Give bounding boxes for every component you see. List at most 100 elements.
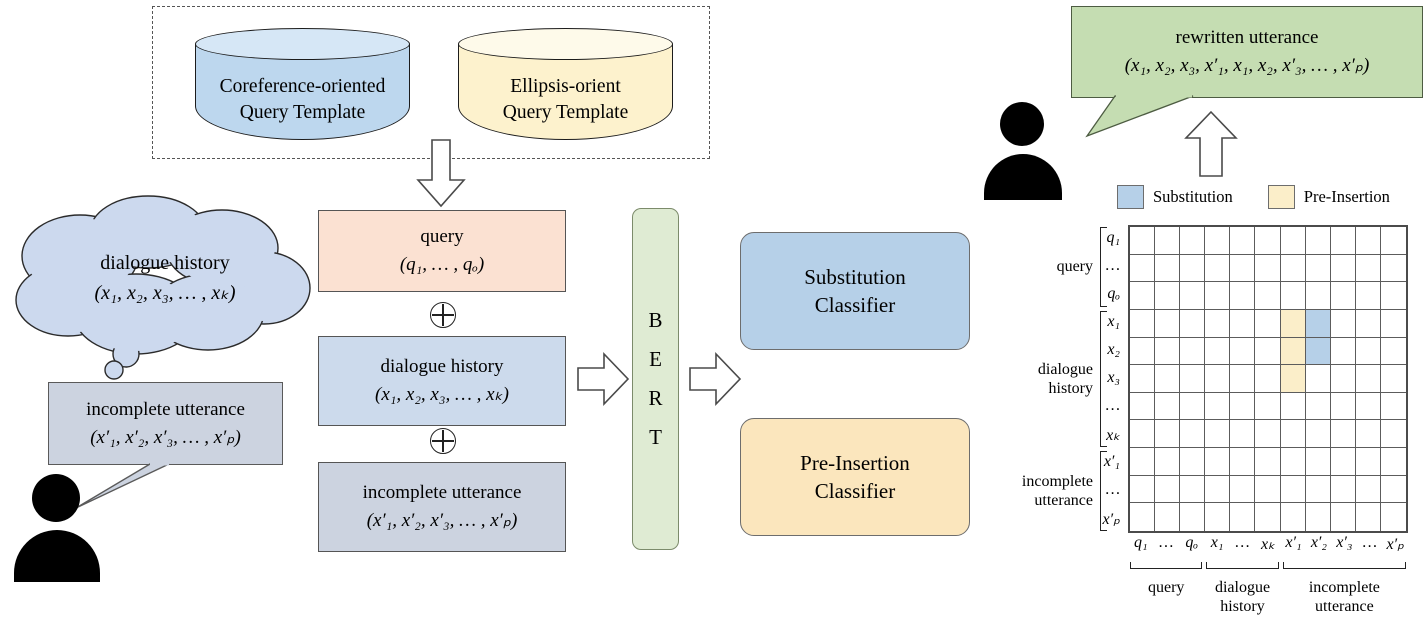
matrix-cell[interactable] (1280, 337, 1306, 366)
matrix-cell[interactable] (1255, 282, 1281, 310)
matrix-cell[interactable] (1305, 420, 1331, 449)
matrix-cell[interactable] (1130, 227, 1156, 255)
matrix-cell[interactable] (1130, 282, 1156, 310)
matrix-cell[interactable] (1255, 503, 1281, 531)
matrix-cell[interactable] (1130, 365, 1156, 393)
matrix-cell[interactable] (1230, 448, 1256, 476)
matrix-cell[interactable] (1255, 420, 1281, 449)
matrix-cell[interactable] (1355, 475, 1381, 504)
matrix-cell[interactable] (1230, 227, 1256, 255)
matrix-cell[interactable] (1380, 365, 1406, 393)
matrix-cell[interactable] (1280, 282, 1306, 310)
matrix-cell[interactable] (1305, 309, 1331, 338)
matrix-cell[interactable] (1155, 309, 1181, 338)
matrix-cell[interactable] (1230, 475, 1256, 504)
matrix-cell[interactable] (1230, 365, 1256, 393)
matrix-cell[interactable] (1355, 309, 1381, 338)
matrix-cell[interactable] (1205, 420, 1231, 449)
matrix-cell[interactable] (1330, 420, 1356, 449)
matrix-cell[interactable] (1380, 310, 1406, 338)
matrix-cell[interactable] (1355, 337, 1381, 366)
matrix-cell[interactable] (1355, 227, 1381, 255)
matrix-cell[interactable] (1380, 338, 1406, 366)
matrix-cell[interactable] (1255, 337, 1281, 366)
matrix-cell[interactable] (1205, 254, 1231, 283)
matrix-cell[interactable] (1155, 503, 1181, 531)
matrix-cell[interactable] (1280, 392, 1306, 421)
matrix-cell[interactable] (1255, 475, 1281, 504)
matrix-cell[interactable] (1130, 392, 1156, 421)
matrix-cell[interactable] (1230, 282, 1256, 310)
matrix-cell[interactable] (1380, 448, 1406, 476)
matrix-cell[interactable] (1205, 227, 1231, 255)
matrix-cell[interactable] (1305, 475, 1331, 504)
matrix-cell[interactable] (1180, 475, 1206, 504)
matrix-cell[interactable] (1130, 475, 1156, 504)
matrix-cell[interactable] (1205, 475, 1231, 504)
matrix-cell[interactable] (1205, 309, 1231, 338)
matrix-cell[interactable] (1155, 392, 1181, 421)
matrix-cell[interactable] (1155, 448, 1181, 476)
matrix-cell[interactable] (1330, 448, 1356, 476)
matrix-cell[interactable] (1230, 337, 1256, 366)
matrix-cell[interactable] (1381, 503, 1406, 531)
matrix-cell[interactable] (1306, 503, 1331, 531)
matrix-cell[interactable] (1255, 254, 1281, 283)
matrix-cell[interactable] (1130, 309, 1156, 338)
matrix-cell[interactable] (1355, 254, 1381, 283)
matrix-cell[interactable] (1180, 282, 1206, 310)
matrix-cell[interactable] (1130, 337, 1156, 366)
matrix-cell[interactable] (1155, 254, 1181, 283)
matrix-cell[interactable] (1280, 365, 1306, 393)
matrix-cell[interactable] (1355, 282, 1381, 310)
matrix-cell[interactable] (1205, 282, 1231, 310)
matrix-cell[interactable] (1331, 503, 1356, 531)
matrix-cell[interactable] (1180, 309, 1206, 338)
matrix-cell[interactable] (1155, 365, 1181, 393)
matrix-cell[interactable] (1281, 503, 1306, 531)
matrix-cell[interactable] (1280, 448, 1306, 476)
matrix-cell[interactable] (1230, 392, 1256, 421)
matrix-cell[interactable] (1155, 420, 1181, 449)
matrix-cell[interactable] (1355, 392, 1381, 421)
matrix-cell[interactable] (1255, 448, 1281, 476)
matrix-cell[interactable] (1280, 475, 1306, 504)
matrix-cell[interactable] (1180, 365, 1206, 393)
matrix-cell[interactable] (1380, 255, 1406, 283)
matrix-cell[interactable] (1330, 282, 1356, 310)
matrix-cell[interactable] (1280, 309, 1306, 338)
matrix-cell[interactable] (1205, 448, 1231, 476)
attention-matrix-grid[interactable] (1128, 225, 1408, 533)
matrix-cell[interactable] (1330, 309, 1356, 338)
matrix-cell[interactable] (1305, 282, 1331, 310)
matrix-cell[interactable] (1130, 420, 1156, 449)
matrix-cell[interactable] (1180, 503, 1206, 531)
matrix-cell[interactable] (1280, 227, 1306, 255)
matrix-cell[interactable] (1355, 365, 1381, 393)
matrix-cell[interactable] (1205, 337, 1231, 366)
matrix-cell[interactable] (1230, 420, 1256, 449)
matrix-cell[interactable] (1330, 254, 1356, 283)
matrix-cell[interactable] (1305, 227, 1331, 255)
matrix-cell[interactable] (1155, 475, 1181, 504)
matrix-cell[interactable] (1380, 420, 1406, 449)
matrix-cell[interactable] (1180, 337, 1206, 366)
matrix-cell[interactable] (1180, 448, 1206, 476)
matrix-cell[interactable] (1230, 309, 1256, 338)
matrix-cell[interactable] (1330, 365, 1356, 393)
matrix-cell[interactable] (1305, 392, 1331, 421)
matrix-cell[interactable] (1305, 254, 1331, 283)
matrix-cell[interactable] (1305, 365, 1331, 393)
matrix-cell[interactable] (1330, 227, 1356, 255)
matrix-cell[interactable] (1180, 254, 1206, 283)
matrix-cell[interactable] (1380, 476, 1406, 504)
matrix-cell[interactable] (1130, 448, 1156, 476)
matrix-cell[interactable] (1205, 365, 1231, 393)
matrix-cell[interactable] (1255, 309, 1281, 338)
matrix-cell[interactable] (1305, 337, 1331, 366)
matrix-cell[interactable] (1380, 282, 1406, 310)
matrix-cell[interactable] (1280, 420, 1306, 449)
matrix-cell[interactable] (1355, 448, 1381, 476)
matrix-cell[interactable] (1280, 254, 1306, 283)
matrix-cell[interactable] (1330, 337, 1356, 366)
